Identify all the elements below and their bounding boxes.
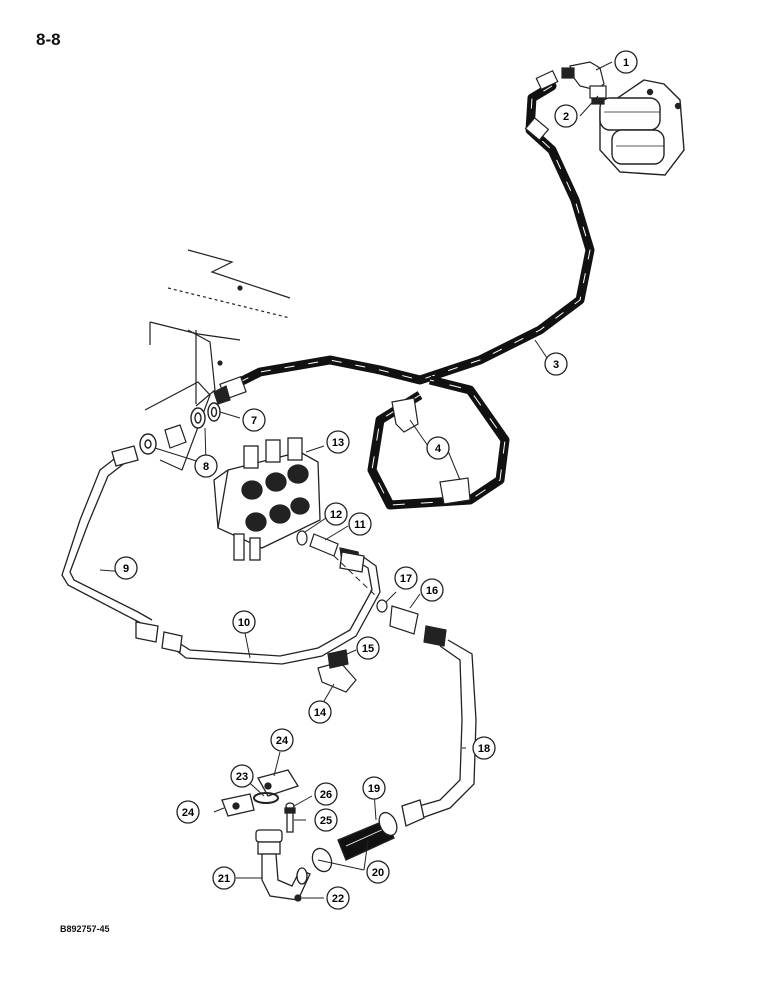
callout-20: 20 bbox=[366, 860, 390, 884]
callout-number: 17 bbox=[400, 573, 412, 585]
callout-8: 8 bbox=[194, 454, 218, 478]
leader-lines bbox=[99, 61, 613, 899]
callout-number: 18 bbox=[478, 743, 490, 755]
alignment-line bbox=[333, 555, 379, 599]
callout-4: 4 bbox=[426, 436, 450, 460]
hose-end-fitting-upper bbox=[524, 69, 559, 141]
callout-number: 7 bbox=[251, 415, 257, 427]
tube-clamp bbox=[317, 649, 357, 693]
callout-15: 15 bbox=[356, 636, 380, 660]
callout-13: 13 bbox=[326, 430, 350, 454]
tube-fittings bbox=[376, 599, 447, 647]
reservoir-elbow bbox=[255, 829, 311, 902]
hydraulic-pump bbox=[599, 79, 685, 176]
return-tube-center bbox=[161, 551, 381, 665]
page-number: 8-8 bbox=[36, 30, 61, 49]
callout-number: 9 bbox=[123, 563, 129, 575]
callout-22: 22 bbox=[326, 886, 350, 910]
callout-number: 11 bbox=[354, 519, 366, 531]
callout-3: 3 bbox=[544, 352, 568, 376]
hose-clamp bbox=[391, 397, 471, 505]
callout-number: 15 bbox=[362, 643, 374, 655]
callout-25: 25 bbox=[314, 808, 338, 832]
callout-number: 19 bbox=[368, 783, 380, 795]
callout-26: 26 bbox=[314, 782, 338, 806]
callout-number: 3 bbox=[553, 359, 559, 371]
callout-number: 21 bbox=[218, 873, 230, 885]
callout-17: 17 bbox=[394, 566, 418, 590]
callout-number: 10 bbox=[238, 617, 250, 629]
suction-hose bbox=[311, 811, 398, 873]
pump-adapter-fitting bbox=[589, 85, 607, 105]
control-valve bbox=[213, 437, 321, 561]
callout-24-upper: 24 bbox=[270, 728, 294, 752]
callout-number: 1 bbox=[623, 57, 629, 69]
callout-number: 4 bbox=[435, 443, 442, 455]
callout-14: 14 bbox=[308, 700, 332, 724]
callout-number: 13 bbox=[332, 437, 344, 449]
figure-code: B892757-45 bbox=[60, 924, 110, 934]
callout-number: 26 bbox=[320, 789, 332, 801]
callout-number: 8 bbox=[203, 461, 209, 473]
callout-12: 12 bbox=[324, 502, 348, 526]
callout-number: 12 bbox=[330, 509, 342, 521]
callout-2: 2 bbox=[554, 104, 578, 128]
return-tube-left bbox=[61, 445, 159, 643]
callout-23: 23 bbox=[230, 764, 254, 788]
callout-21: 21 bbox=[212, 866, 236, 890]
callout-number: 23 bbox=[236, 771, 248, 783]
callout-number: 20 bbox=[372, 867, 384, 879]
hose-end-fitting-lower bbox=[213, 375, 247, 405]
split-flange bbox=[221, 769, 299, 833]
callout-16: 16 bbox=[420, 578, 444, 602]
callout-number: 24 bbox=[182, 807, 195, 819]
callout-24-lower: 24 bbox=[176, 800, 200, 824]
callout-number: 25 bbox=[320, 815, 332, 827]
callout-9: 9 bbox=[114, 556, 138, 580]
callout-10: 10 bbox=[232, 610, 256, 634]
callout-11: 11 bbox=[348, 512, 372, 536]
loader-frame bbox=[144, 249, 291, 471]
callout-18: 18 bbox=[472, 736, 496, 760]
callout-number: 16 bbox=[426, 585, 438, 597]
callout-7: 7 bbox=[242, 408, 266, 432]
suction-tube bbox=[401, 639, 477, 827]
callout-number: 24 bbox=[276, 735, 289, 747]
callout-number: 14 bbox=[314, 707, 327, 719]
o-ring-washers bbox=[139, 402, 221, 455]
callout-1: 1 bbox=[614, 50, 638, 74]
callout-19: 19 bbox=[362, 776, 386, 800]
callout-number: 2 bbox=[563, 111, 569, 123]
callout-number: 22 bbox=[332, 893, 344, 905]
